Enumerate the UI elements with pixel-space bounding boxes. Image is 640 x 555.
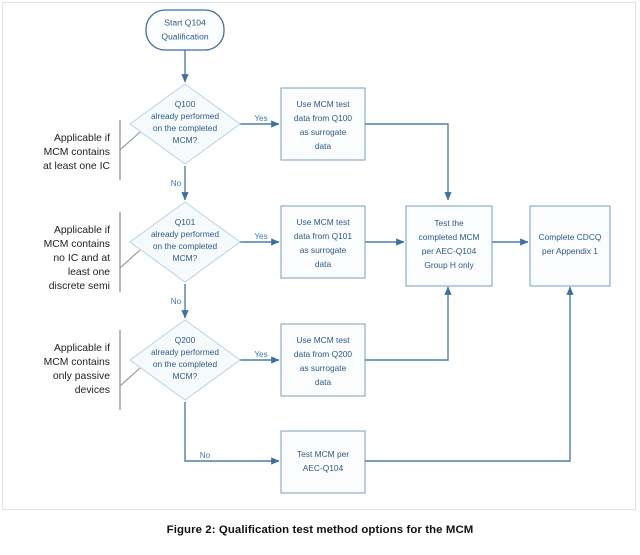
surrogate-q101-line4: data: [315, 259, 332, 269]
decision-q101-line3: on the completed: [153, 241, 218, 251]
decision-q101-line1: Q101: [175, 217, 196, 227]
surrogate-q200-line3: as surrogate: [300, 363, 347, 373]
test-group-h-shape: [405, 205, 493, 287]
divider-tick-ic: [119, 131, 141, 151]
annotation-discrete-line2: MCM contains: [44, 239, 110, 250]
test-mcm-full-line2: AEC-Q104: [303, 463, 344, 473]
annotation-discrete-line4: least one: [68, 267, 110, 278]
connector-surrogate-q100-to-group-h: [365, 123, 452, 201]
decision-q100-line3: on the completed: [153, 123, 218, 133]
surrogate-q100-line3: as surrogate: [300, 127, 347, 137]
surrogate-q100-line4: data: [315, 141, 332, 151]
surrogate-q200-line1: Use MCM test: [296, 335, 350, 345]
edge-label-q100-no: No: [171, 179, 182, 188]
decision-q101-line4: MCM?: [173, 253, 198, 263]
node-test-mcm-per-aec-q104[interactable]: Test MCM per AEC-Q104: [280, 430, 366, 494]
surrogate-q200-line2: data from Q200: [294, 349, 353, 359]
flowchart-svg: Applicable if MCM contains at least one …: [43, 9, 611, 494]
divider-tick-passive: [119, 367, 141, 387]
node-decision-q200[interactable]: Q200 already performed on the completed …: [129, 319, 241, 401]
connector-test-mcm-to-cdcq: [365, 286, 574, 462]
test-group-h-line4: Group H only: [424, 260, 474, 270]
decision-q200-line3: on the completed: [153, 359, 218, 369]
annotation-discrete-line1: Applicable if: [54, 225, 110, 236]
surrogate-q100-shape: [280, 87, 366, 161]
node-complete-cdcq[interactable]: Complete CDCQ per Appendix 1: [529, 205, 611, 287]
node-decision-q100[interactable]: Q100 already performed on the completed …: [129, 83, 241, 165]
test-group-h-line3: per AEC-Q104: [422, 246, 477, 256]
surrogate-q101-line3: as surrogate: [300, 245, 347, 255]
decision-q100-line1: Q100: [175, 99, 196, 109]
start-node-line2: Qualification: [161, 31, 209, 41]
start-node-line1: Start Q104: [164, 17, 206, 27]
test-mcm-full-line1: Test MCM per: [297, 449, 349, 459]
complete-cdcq-shape: [529, 205, 611, 287]
annotation-group-ic: Applicable if MCM contains at least one …: [43, 133, 110, 172]
edge-label-q101-no: No: [171, 297, 182, 306]
connector-q200-no: [184, 402, 280, 465]
annotation-ic-line2: MCM contains: [44, 147, 110, 158]
annotation-discrete-line5: discrete semi: [49, 281, 110, 292]
decision-q100-line2: already performed: [151, 111, 219, 121]
node-start-q104-qualification[interactable]: Start Q104 Qualification: [145, 9, 225, 51]
surrogate-q100-line1: Use MCM test: [296, 99, 350, 109]
surrogate-q200-line4: data: [315, 377, 332, 387]
divider-tick-discrete: [119, 249, 141, 269]
figure-caption: Figure 2: Qualification test method opti…: [166, 524, 474, 536]
start-node-shape: [145, 9, 225, 51]
annotation-passive-line2: MCM contains: [44, 357, 110, 368]
decision-q101-shape: [129, 201, 241, 283]
decision-q100-line4: MCM?: [173, 135, 198, 145]
decision-q200-shape: [129, 319, 241, 401]
decision-q200-line4: MCM?: [173, 371, 198, 381]
annotation-discrete-line3: no IC and at: [53, 253, 110, 264]
edge-label-q101-yes: Yes: [254, 232, 267, 241]
complete-cdcq-line2: per Appendix 1: [542, 246, 598, 256]
decision-q200-line1: Q200: [175, 335, 196, 345]
decision-q200-line2: already performed: [151, 347, 219, 357]
annotation-passive-line4: devices: [75, 385, 110, 396]
decision-q101-line2: already performed: [151, 229, 219, 239]
test-group-h-line2: completed MCM: [419, 232, 480, 242]
annotation-group-discrete: Applicable if MCM contains no IC and at …: [44, 225, 111, 292]
annotation-passive-line3: only passive: [53, 371, 110, 382]
annotation-ic-line1: Applicable if: [54, 133, 110, 144]
edge-label-q200-yes: Yes: [254, 350, 267, 359]
decision-q100-shape: [129, 83, 241, 165]
connector-surrogate-q200-to-group-h: [365, 286, 452, 361]
test-group-h-line1: Test the: [434, 218, 464, 228]
node-test-completed-mcm-group-h[interactable]: Test the completed MCM per AEC-Q104 Grou…: [405, 205, 493, 287]
surrogate-q101-line2: data from Q101: [294, 231, 353, 241]
surrogate-q100-line2: data from Q100: [294, 113, 353, 123]
node-surrogate-data-q200[interactable]: Use MCM test data from Q200 as surrogate…: [280, 323, 366, 397]
surrogate-q101-shape: [280, 205, 366, 279]
annotation-passive-line1: Applicable if: [54, 343, 110, 354]
test-mcm-full-shape: [280, 430, 366, 494]
complete-cdcq-line1: Complete CDCQ: [539, 232, 602, 242]
node-surrogate-data-q101[interactable]: Use MCM test data from Q101 as surrogate…: [280, 205, 366, 279]
node-surrogate-data-q100[interactable]: Use MCM test data from Q100 as surrogate…: [280, 87, 366, 161]
node-decision-q101[interactable]: Q101 already performed on the completed …: [129, 201, 241, 283]
annotation-ic-line3: at least one IC: [43, 161, 110, 172]
annotation-group-passive: Applicable if MCM contains only passive …: [44, 343, 111, 396]
surrogate-q200-shape: [280, 323, 366, 397]
edge-label-q200-no: No: [200, 451, 211, 460]
edge-label-q100-yes: Yes: [254, 114, 267, 123]
surrogate-q101-line1: Use MCM test: [296, 217, 350, 227]
